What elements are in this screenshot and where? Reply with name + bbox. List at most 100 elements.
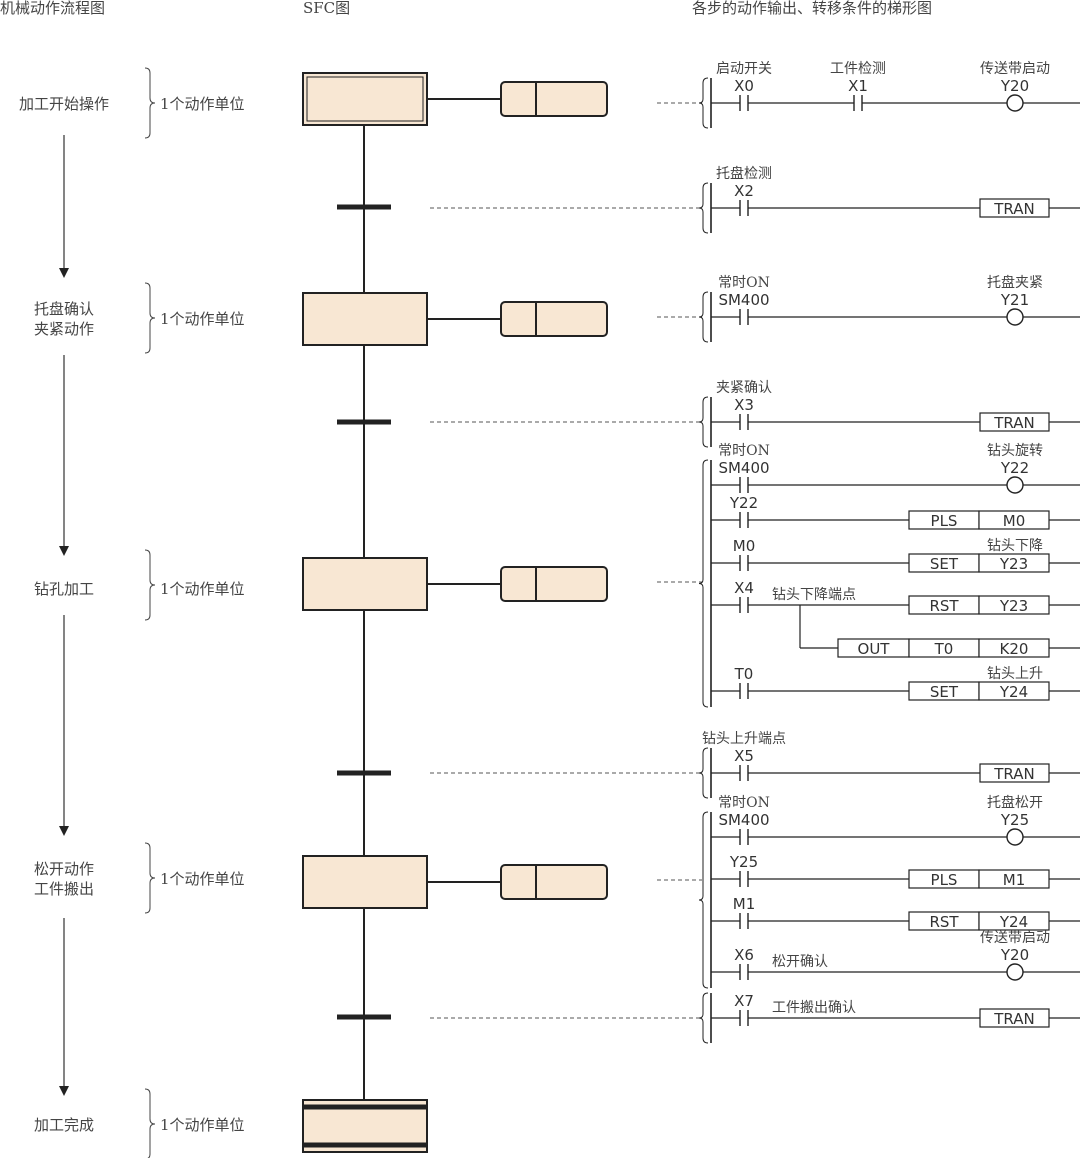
ladder-block-1-rung-1-coil-comment: 传送带启动 bbox=[980, 61, 1050, 77]
flow-arrow-1-head bbox=[59, 268, 69, 278]
sfc-actions bbox=[427, 81, 608, 900]
ladder-header: 各步的动作输出、转移条件的梯形图 bbox=[692, 0, 932, 17]
flow-step-3-unit: 1个动作单位 bbox=[160, 580, 245, 598]
ladder-block-5-rung-2-box-cell-1-text: PLS bbox=[931, 512, 958, 530]
bracket-1 bbox=[144, 67, 156, 139]
dashed-connectors bbox=[430, 102, 702, 1019]
ladder-block-3-rung-1-coil-device: Y21 bbox=[1000, 291, 1029, 309]
ladder-block-7-rung-4-coil-device: Y20 bbox=[1000, 946, 1029, 964]
ladder-block-1-rung-1-coil bbox=[1006, 94, 1024, 112]
ladder-block-5-rung-4-contact-1-side-comment: 钻头下降端点 bbox=[772, 587, 856, 603]
ladder-block-5-brace bbox=[698, 459, 709, 708]
flow-step-1-unit: 1个动作单位 bbox=[160, 95, 245, 113]
ladder-block-7-brace bbox=[698, 811, 709, 989]
ladder-block-7-rung-2-box-cell-2-text: M1 bbox=[1003, 871, 1026, 889]
ladder-block-7-rung-4-coil bbox=[1006, 963, 1024, 981]
ladder-block-3-rung-1-coil bbox=[1006, 308, 1024, 326]
flow-step-4-label-line1: 松开动作 bbox=[34, 860, 94, 878]
flow-step-4-unit: 1个动作单位 bbox=[160, 870, 245, 888]
sfc-header: SFC图 bbox=[303, 0, 350, 17]
bracket-4 bbox=[144, 842, 156, 914]
flow-header: 机械动作流程图 bbox=[0, 0, 105, 17]
ladder-block-3-rung-1-coil-comment: 托盘夹紧 bbox=[987, 274, 1043, 291]
flow-brackets bbox=[144, 67, 156, 1158]
ladder-block-1-rung-1-coil-device: Y20 bbox=[1000, 77, 1029, 95]
flow-step-1: 加工开始操作 1个动作单位 bbox=[19, 95, 245, 113]
ladder-block-8-rung-1-box-cell-1-text: TRAN bbox=[993, 1010, 1034, 1028]
ladder-block-3-brace bbox=[698, 291, 709, 343]
ladder-block-1-rung-1-contact-1-comment: 启动开关 bbox=[716, 61, 772, 77]
ladder-block-5-rung-4-box-cell-1-text: RST bbox=[929, 597, 959, 615]
ladder-block-2-brace bbox=[698, 182, 709, 234]
ladder-block-5-rung-1-coil-comment: 钻头旋转 bbox=[987, 443, 1043, 459]
ladder-block-5-rung-5-box-cell-2-text: Y24 bbox=[999, 683, 1028, 701]
flow-arrows bbox=[59, 135, 69, 1096]
ladder-block-2-rung-1-contact-1-comment: 托盘检测 bbox=[716, 165, 772, 182]
flow-step-5: 加工完成 1个动作单位 bbox=[34, 1116, 245, 1134]
sfc-step-2 bbox=[302, 557, 428, 611]
ladder-block-8-rung-1-contact-1-device: X7 bbox=[734, 992, 754, 1010]
ladder-block-5-rung-3-box-cell-2-text: Y23 bbox=[999, 555, 1028, 573]
bracket-5 bbox=[144, 1088, 156, 1158]
ladder-block-1-rung-1-contact-1-device: X0 bbox=[734, 77, 754, 95]
ladder-block-7-rung-3-box-cell-1-text: RST bbox=[929, 913, 959, 931]
ladder-block-4-rung-1-contact-1-comment: 夹紧确认 bbox=[716, 380, 772, 396]
ladder-block-5-rung-5-contact-1-device: T0 bbox=[734, 665, 754, 683]
ladder-block-3-rung-1-contact-1-comment: 常时ON bbox=[718, 275, 770, 291]
flow-step-5-label: 加工完成 bbox=[34, 1116, 94, 1134]
ladder-block-7-rung-2-contact-1-device: Y25 bbox=[729, 853, 758, 871]
action-block-2 bbox=[500, 301, 608, 337]
ladder-block-1-rung-1-contact-2-comment: 工件检测 bbox=[830, 61, 886, 77]
ladder-block-3-rung-1-contact-1-device: SM400 bbox=[718, 291, 769, 309]
ladder-block-6-brace bbox=[698, 747, 709, 799]
ladder-block-5-rung-1-coil bbox=[1006, 476, 1024, 494]
flow-step-2-label-line1: 托盘确认 bbox=[34, 300, 94, 318]
action-block-3 bbox=[500, 566, 608, 602]
sfc-step-3 bbox=[302, 855, 428, 909]
ladder-block-7-rung-3-contact-1-device: M1 bbox=[733, 895, 756, 913]
ladder-block-7-rung-4-contact-1-side-comment: 松开确认 bbox=[772, 954, 828, 970]
ladder-block-4-brace bbox=[698, 396, 709, 448]
ladder-block-5-rung-4-branch-cell-3-text: K20 bbox=[1000, 640, 1029, 658]
ladder-block-5-rung-3-contact-1-device: M0 bbox=[733, 537, 756, 555]
ladder-block-5-rung-1-contact-1-comment: 常时ON bbox=[718, 443, 770, 459]
flow-arrow-2-head bbox=[59, 546, 69, 556]
ladder-block-1-rung-1-contact-2-device: X1 bbox=[848, 77, 868, 95]
ladder-block-5-rung-4-box-cell-2-text: Y23 bbox=[999, 597, 1028, 615]
bracket-2 bbox=[144, 282, 156, 354]
ladder-block-5-rung-2-box-cell-2-text: M0 bbox=[1003, 512, 1026, 530]
ladder-block-5-rung-4-branch-cell-1-text: OUT bbox=[858, 640, 891, 658]
bracket-3 bbox=[144, 549, 156, 621]
ladder-block-5-rung-2-contact-1-device: Y22 bbox=[729, 494, 758, 512]
action-block-4 bbox=[500, 864, 608, 900]
ladder-block-5-rung-5-box-comment: 钻头上升 bbox=[987, 666, 1043, 682]
flow-step-2: 托盘确认 夹紧动作 1个动作单位 bbox=[34, 300, 245, 338]
flow-step-5-unit: 1个动作单位 bbox=[160, 1116, 245, 1134]
flow-step-3: 钻孔加工 1个动作单位 bbox=[34, 580, 245, 598]
ladder-block-5-rung-5-box-cell-1-text: SET bbox=[930, 683, 959, 701]
flow-step-1-label: 加工开始操作 bbox=[19, 95, 109, 113]
ladder-block-5-rung-3-box-cell-1-text: SET bbox=[930, 555, 959, 573]
ladder-block-7-rung-1-contact-1-device: SM400 bbox=[718, 811, 769, 829]
ladder-block-7-rung-4-coil-comment: 传送带启动 bbox=[980, 930, 1050, 946]
ladder-block-6-rung-1-contact-1-comment: 钻头上升端点 bbox=[702, 731, 786, 747]
ladder-block-7-rung-4-contact-1-device: X6 bbox=[734, 946, 754, 964]
flow-step-4-label-line2: 工件搬出 bbox=[34, 880, 94, 898]
ladder-block-4-rung-1-box-cell-1-text: TRAN bbox=[993, 414, 1034, 432]
ladder-block-6-rung-1-contact-1-device: X5 bbox=[734, 747, 754, 765]
ladder-block-5-rung-4-branch-cell-2-text: T0 bbox=[934, 640, 954, 658]
ladder-block-7-rung-1-coil bbox=[1006, 828, 1024, 846]
ladder-block-7-rung-1-coil-comment: 托盘松开 bbox=[987, 794, 1043, 811]
sfc-steps bbox=[302, 72, 428, 1153]
ladder-block-8-rung-1-contact-1-side-comment: 工件搬出确认 bbox=[772, 1000, 856, 1016]
flow-arrow-3-head bbox=[59, 826, 69, 836]
flow-arrow-4-head bbox=[59, 1086, 69, 1096]
flow-step-2-unit: 1个动作单位 bbox=[160, 310, 245, 328]
ladder-block-4-rung-1-contact-1-device: X3 bbox=[734, 396, 754, 414]
ladder-block-7-rung-1-contact-1-comment: 常时ON bbox=[718, 795, 770, 811]
sfc-step-1 bbox=[302, 292, 428, 346]
ladder-block-6-rung-1-box-cell-1-text: TRAN bbox=[993, 765, 1034, 783]
ladder-block-5-rung-3-box-comment: 钻头下降 bbox=[987, 538, 1043, 554]
